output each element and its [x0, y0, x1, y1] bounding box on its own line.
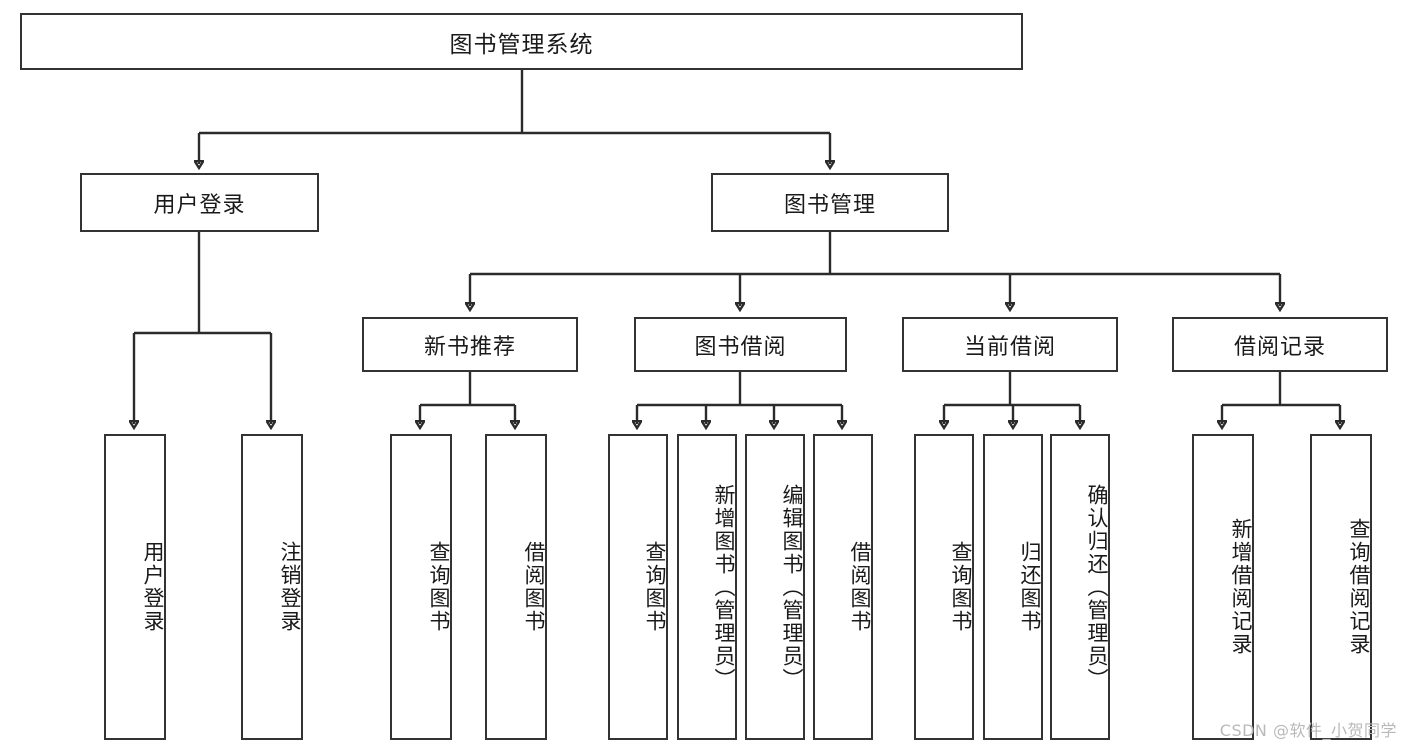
node-label: 当前借阅	[963, 334, 1056, 360]
node-label: 用户登录	[153, 192, 246, 218]
node-label: 借阅记录	[1233, 334, 1326, 360]
node-label: 查询图书	[643, 541, 667, 633]
leaf-new-book-query[interactable]: 查询图书	[390, 434, 452, 740]
leaf-current-confirm-return-admin[interactable]: 确认归还（管理员）	[1050, 434, 1110, 740]
node-label: 归还图书	[1018, 541, 1042, 633]
node-label: 图书管理系统	[449, 31, 594, 58]
leaf-borrow-add-book-admin[interactable]: 新增图书（管理员）	[677, 434, 737, 740]
leaf-borrow-edit-book-admin[interactable]: 编辑图书（管理员）	[745, 434, 805, 740]
node-label: 图书管理	[783, 192, 876, 218]
node-label: 新增图书（管理员）	[712, 483, 736, 691]
leaf-record-add[interactable]: 新增借阅记录	[1192, 434, 1254, 740]
node-label: 查询图书	[427, 541, 451, 633]
node-label: 借阅图书	[522, 541, 546, 633]
node-root-system[interactable]: 图书管理系统	[20, 13, 1023, 70]
node-label: 借阅图书	[848, 541, 872, 633]
leaf-borrow-query-book[interactable]: 查询图书	[608, 434, 668, 740]
csdn-watermark: CSDN @软件_小贺同学	[1219, 721, 1397, 740]
node-label: 图书借阅	[694, 334, 787, 360]
leaf-record-query[interactable]: 查询借阅记录	[1310, 434, 1372, 740]
leaf-user-login[interactable]: 用户登录	[104, 434, 166, 740]
node-borrow-record[interactable]: 借阅记录	[1172, 317, 1388, 372]
node-book-borrow[interactable]: 图书借阅	[634, 317, 847, 372]
node-label: 查询借阅记录	[1347, 518, 1371, 656]
node-label: 注销登录	[278, 541, 302, 633]
leaf-user-logout[interactable]: 注销登录	[241, 434, 303, 740]
node-label: 新书推荐	[423, 334, 516, 360]
leaf-new-book-borrow[interactable]: 借阅图书	[485, 434, 547, 740]
leaf-current-return-book[interactable]: 归还图书	[983, 434, 1043, 740]
node-new-book-recommend[interactable]: 新书推荐	[362, 317, 578, 372]
leaf-current-query-book[interactable]: 查询图书	[914, 434, 974, 740]
node-label: 新增借阅记录	[1229, 518, 1253, 656]
node-user-login[interactable]: 用户登录	[80, 173, 319, 232]
node-label: 查询图书	[949, 541, 973, 633]
node-label: 用户登录	[141, 541, 165, 633]
node-book-management[interactable]: 图书管理	[711, 173, 949, 232]
leaf-borrow-borrow-book[interactable]: 借阅图书	[813, 434, 873, 740]
node-current-borrow[interactable]: 当前借阅	[902, 317, 1118, 372]
node-label: 编辑图书（管理员）	[780, 483, 804, 691]
node-label: 确认归还（管理员）	[1085, 483, 1109, 691]
